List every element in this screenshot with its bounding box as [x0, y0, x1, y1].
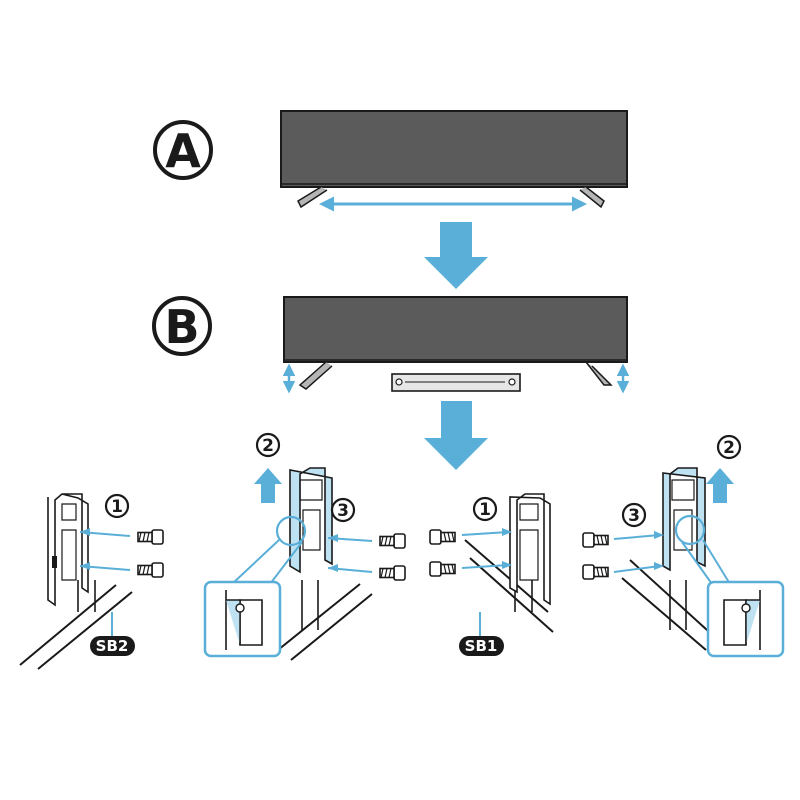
- screw-icon: [582, 532, 609, 548]
- tv-b: [283, 296, 628, 390]
- panel-bracket-right: 2 3: [582, 434, 785, 658]
- down-arrow-icon: [424, 222, 488, 289]
- callout-3b-label: 3: [628, 506, 640, 526]
- screw-icon: [379, 565, 406, 581]
- callout-2b-label: 2: [723, 438, 735, 458]
- screw-icon: [379, 533, 406, 549]
- callout-3-label: 3: [337, 501, 349, 521]
- screw-icon: [429, 529, 456, 545]
- up-arrow-icon: [254, 468, 282, 503]
- sb2-tag-label: SB2: [96, 637, 129, 655]
- screw-icon: [582, 564, 609, 580]
- callout-1b-label: 1: [479, 500, 491, 520]
- step-b-label: B: [164, 300, 199, 354]
- sb2-tag: [90, 636, 135, 656]
- soundbar: [391, 373, 521, 392]
- step-a-badge: [153, 120, 213, 180]
- callout-2: [255, 432, 281, 458]
- callout-3: [330, 497, 356, 523]
- callout-2-label: 2: [262, 436, 274, 456]
- screw-icon: [429, 561, 456, 577]
- tv-a: [280, 110, 628, 209]
- callout-1: [104, 493, 130, 519]
- callout-3b: [621, 502, 647, 528]
- sb1-tag: [459, 636, 504, 656]
- step-b: B: [152, 296, 630, 394]
- callout-1b: [472, 496, 498, 522]
- down-arrow-icon: [424, 401, 488, 470]
- screw-icon: [137, 529, 164, 545]
- callout-2b: [716, 434, 742, 460]
- callout-1-label: 1: [111, 497, 123, 517]
- step-a-label: A: [165, 124, 201, 178]
- panel-bracket-left: 2 3: [203, 432, 406, 661]
- panel-sb2: 1 SB2: [19, 493, 164, 670]
- up-arrow-icon: [706, 468, 734, 503]
- panel-sb1: 1 SB1: [429, 493, 554, 656]
- step-b-badge: [152, 296, 212, 356]
- screw-icon: [137, 562, 164, 578]
- sb1-tag-label: SB1: [465, 637, 498, 655]
- step-a: A: [153, 110, 628, 212]
